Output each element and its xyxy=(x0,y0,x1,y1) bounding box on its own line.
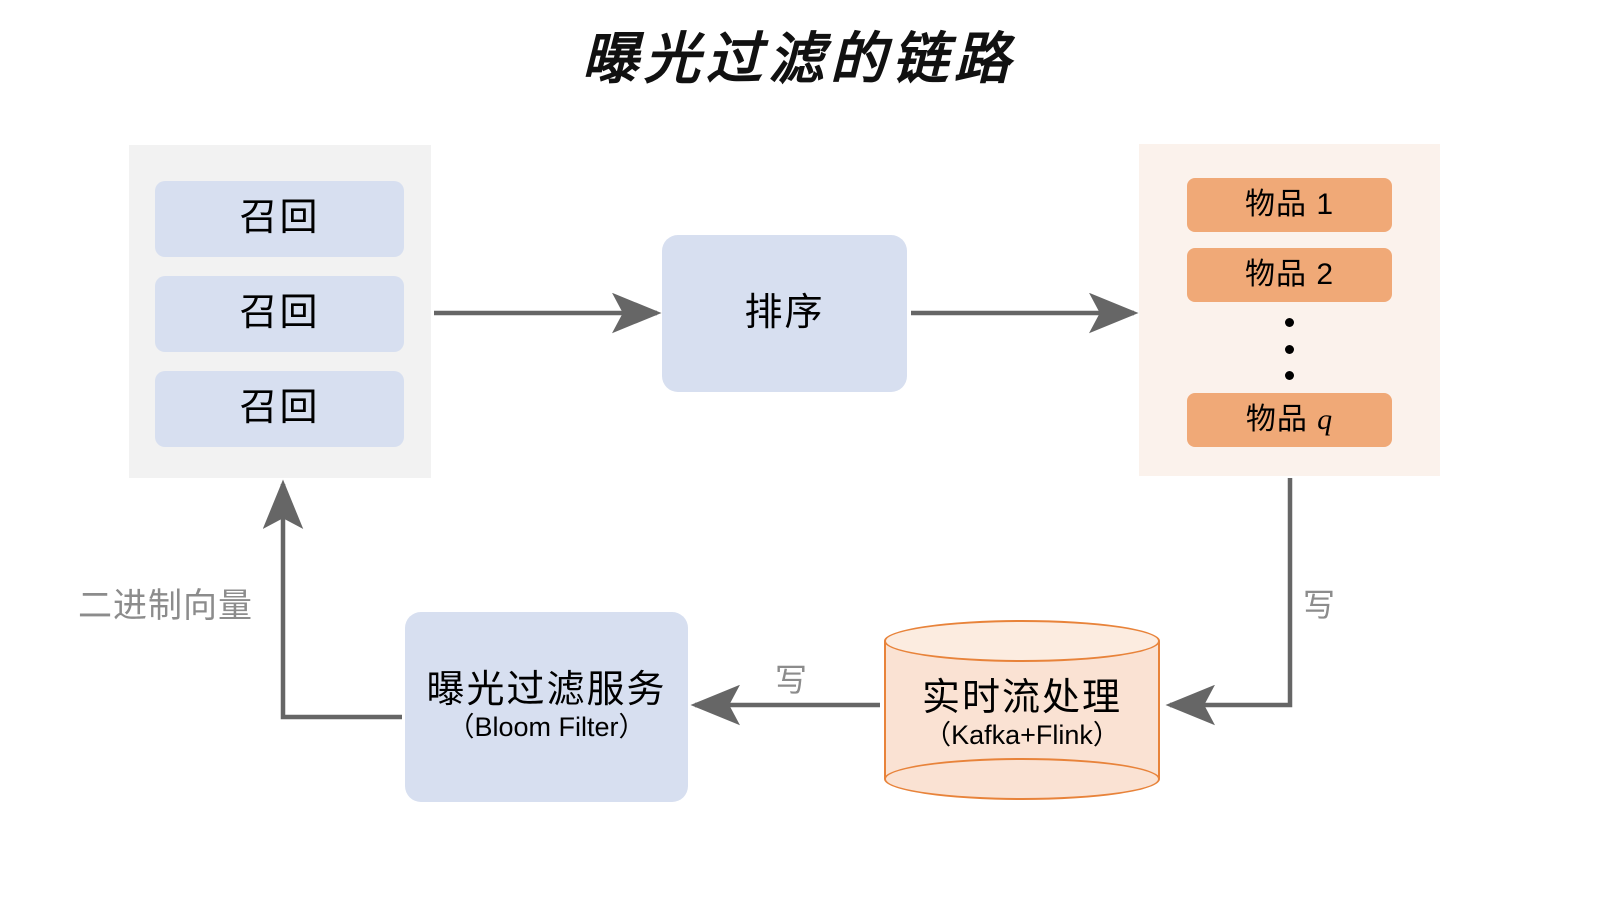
bloom-filter-service-sublabel: （Bloom Filter） xyxy=(447,712,646,743)
edge-label-binary-vector: 二进制向量 xyxy=(78,587,253,625)
recall-box-2[interactable]: 召回 xyxy=(155,276,404,352)
item-index-variable: q xyxy=(1317,402,1334,436)
stream-processing-label: 实时流处理 xyxy=(921,677,1122,720)
item-box-label: 物品 1 xyxy=(1244,187,1335,221)
stream-processing-cylinder[interactable]: 实时流处理 （Kafka+Flink） xyxy=(884,620,1160,800)
item-box-label: 物品 2 xyxy=(1244,257,1335,291)
stream-processing-sublabel: （Kafka+Flink） xyxy=(924,720,1120,751)
recall-box-label: 召回 xyxy=(239,197,320,240)
edge-label-write-stream-to-bloom: 写 xyxy=(775,662,808,698)
vertical-ellipsis-icon xyxy=(1187,318,1392,380)
item-box-last-label: 物品 q xyxy=(1245,402,1334,436)
arrow-bloom-to-recall xyxy=(262,479,402,720)
ellipsis-dot xyxy=(1285,318,1294,327)
bloom-filter-service-label: 曝光过滤服务 xyxy=(426,669,667,712)
page-title: 曝光过滤的链路 xyxy=(582,29,1016,91)
cylinder-top-ellipse xyxy=(884,620,1160,662)
rank-node-label: 排序 xyxy=(744,291,825,334)
recall-box-label: 召回 xyxy=(239,387,320,430)
item-box-last[interactable]: 物品 q xyxy=(1187,393,1392,447)
recall-box-1[interactable]: 召回 xyxy=(155,181,404,257)
arrow-items-to-stream xyxy=(1165,478,1293,726)
edge-label-write-items-to-stream: 写 xyxy=(1303,587,1336,623)
cylinder-bottom-ellipse xyxy=(884,758,1160,800)
rank-node[interactable]: 排序 xyxy=(662,235,907,392)
bloom-filter-service-node[interactable]: 曝光过滤服务 （Bloom Filter） xyxy=(405,612,688,802)
cylinder-text: 实时流处理 （Kafka+Flink） xyxy=(884,672,1160,758)
cylinder-body xyxy=(884,641,1160,779)
recall-box-label: 召回 xyxy=(239,292,320,335)
ellipsis-dot xyxy=(1285,371,1294,380)
item-box-2[interactable]: 物品 2 xyxy=(1187,248,1392,302)
item-box-1[interactable]: 物品 1 xyxy=(1187,178,1392,232)
recall-box-3[interactable]: 召回 xyxy=(155,371,404,447)
ellipsis-dot xyxy=(1285,344,1294,354)
